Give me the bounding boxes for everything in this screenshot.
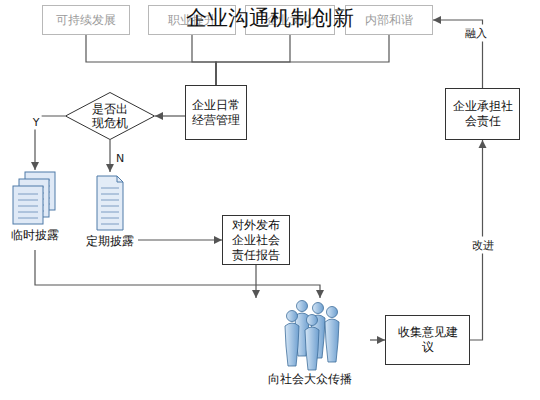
decision-diamond: 是否出现危机 [65,92,155,140]
process-box: 对外发布企业社会责任报告 [222,215,290,265]
flow-connector [86,35,216,85]
node-text: 企业日常经营管理 [192,98,240,128]
process-box: 企业日常经营管理 [185,85,247,140]
edge-label: N [114,151,126,166]
edge-label: Y [31,115,42,130]
edge-label: 改进 [470,237,496,254]
node-text: 可持续发展 [56,13,116,28]
flow-connector [216,35,290,85]
node-text: 企业承担社会责任 [452,99,513,129]
flow-connector [370,339,385,340]
flow-connector [216,35,389,85]
diagram-title: 企业沟通机制创新 [0,4,540,32]
stack-graphic [11,170,59,228]
edge-label: 融入 [463,25,489,42]
node-text: 定期披露 [86,234,134,248]
people-graphic [265,298,355,372]
process-box: 企业承担社会责任 [445,88,520,140]
goal-box: 可持续发展 [42,5,130,35]
doc-graphic [93,172,127,234]
flow-connector [155,115,185,116]
flow-connector [138,239,222,240]
document-icon: 定期披露 [82,172,138,264]
process-box: 收集意见建议 [385,315,470,365]
flow-connector [109,140,110,172]
node-text: 向社会大众传播 [268,372,352,386]
audience-group: 向社会大众传播 [250,298,370,395]
flow-connector [192,35,216,85]
goal-box: 内部和谐 [345,5,433,35]
node-text: 内部和谐 [365,13,413,28]
node-text: 临时披露 [11,228,59,242]
node-text: 是否出现危机 [90,102,130,130]
flow-connector [255,265,256,298]
document-stack: 临时披露 [5,170,65,250]
node-text: 收集意见建议 [392,325,463,355]
node-text: 对外发布企业社会责任报告 [229,218,283,263]
